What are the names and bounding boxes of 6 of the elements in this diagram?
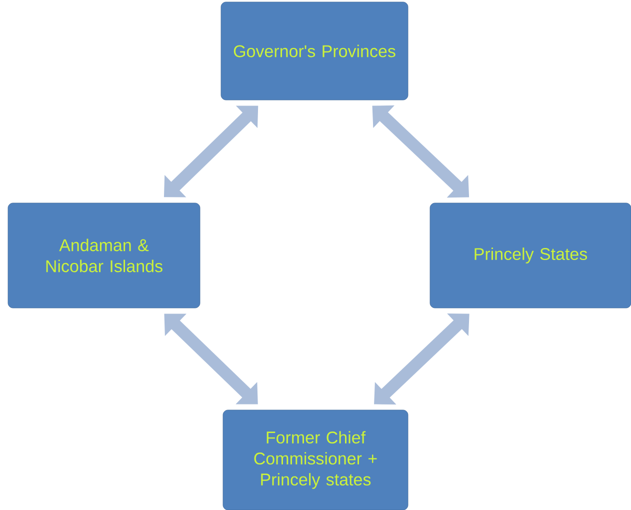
process-box: Governor's Provinces bbox=[220, 2, 408, 100]
double-arrow bbox=[374, 313, 470, 404]
double-arrow bbox=[164, 314, 258, 404]
process-box: Former Chief Commissioner + Princely states bbox=[222, 410, 408, 510]
process-box: Andaman & Nicobar Islands bbox=[8, 202, 200, 308]
process-box: Princely States bbox=[430, 202, 631, 308]
